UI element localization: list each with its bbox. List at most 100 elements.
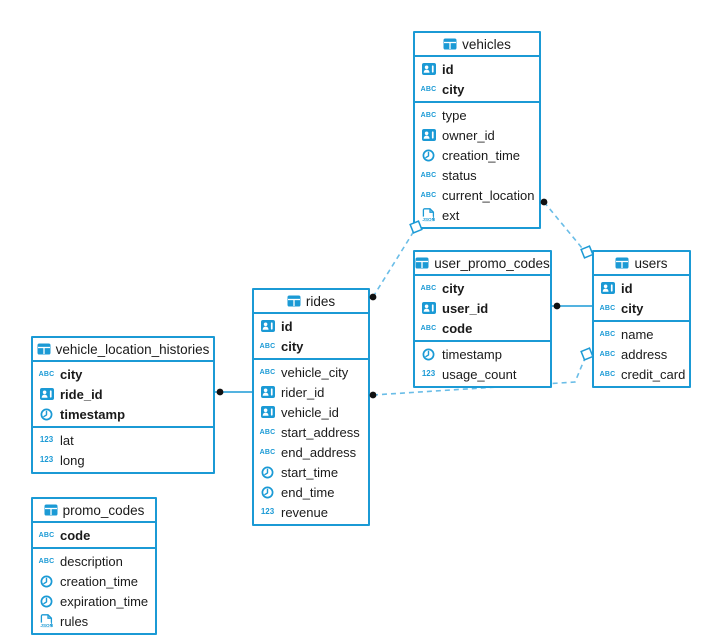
- field-name: end_time: [281, 484, 335, 500]
- field-name: lat: [60, 432, 74, 448]
- table-grid-icon: [443, 38, 457, 50]
- relationship-dot: [553, 302, 561, 310]
- table-header[interactable]: rides: [254, 290, 368, 314]
- table-header[interactable]: vehicle_location_histories: [33, 338, 213, 362]
- field-row-expiration_time: expiration_time: [33, 591, 155, 611]
- id-badge-icon: [600, 282, 615, 294]
- field-name: start_time: [281, 464, 339, 480]
- field-row-usage_count: 123 usage_count: [415, 364, 550, 384]
- clock-icon: [40, 595, 53, 607]
- id-badge-icon: [260, 320, 275, 332]
- field-name: rider_id: [281, 384, 325, 400]
- field-row-creation_time: creation_time: [415, 145, 539, 165]
- field-name: current_location: [442, 187, 535, 203]
- field-row-id: id: [254, 316, 368, 336]
- field-row-rider_id: rider_id: [254, 382, 368, 402]
- field-name: end_address: [281, 444, 357, 460]
- svg-text:JSON: JSON: [422, 217, 435, 222]
- clock-icon: [261, 486, 274, 498]
- abc-icon: ABC: [38, 557, 55, 565]
- field-name: timestamp: [442, 346, 502, 362]
- columns-section: ABC description creation_time expiration_ti…: [33, 549, 155, 633]
- table-title: vehicle_location_histories: [55, 341, 210, 357]
- relationship-dot: [540, 198, 548, 206]
- table-title: user_promo_codes: [434, 255, 550, 271]
- field-name: city: [621, 300, 644, 316]
- field-name: id: [621, 280, 633, 296]
- field-name: id: [281, 318, 293, 334]
- field-name: code: [442, 320, 473, 336]
- field-name: city: [442, 280, 465, 296]
- field-row-owner_id: owner_id: [415, 125, 539, 145]
- json-file-icon: JSON: [40, 614, 53, 628]
- table-title: users: [634, 255, 668, 271]
- abc-icon: ABC: [420, 171, 437, 179]
- field-row-description: ABC description: [33, 551, 155, 571]
- field-row-ride_id: ride_id: [33, 384, 213, 404]
- field-name: rules: [60, 613, 89, 629]
- 123-icon: 123: [421, 369, 436, 378]
- field-row-start_time: start_time: [254, 462, 368, 482]
- abc-icon: ABC: [599, 304, 616, 312]
- clock-icon: [422, 348, 435, 360]
- field-row-status: ABC status: [415, 165, 539, 185]
- json-file-icon: JSON: [422, 208, 435, 222]
- field-name: city: [442, 81, 465, 97]
- table-grid-icon: [44, 504, 58, 516]
- table-header[interactable]: users: [594, 252, 689, 276]
- field-name: id: [442, 61, 454, 77]
- relationship-line-rides-to-vehicles: [372, 230, 415, 298]
- table-grid-icon: [37, 343, 51, 355]
- field-name: usage_count: [442, 366, 517, 382]
- field-row-lat: 123 lat: [33, 430, 213, 450]
- columns-section: timestamp 123 usage_count: [415, 342, 550, 386]
- field-name: city: [60, 366, 83, 382]
- field-name: creation_time: [60, 573, 139, 589]
- field-name: description: [60, 553, 123, 569]
- field-row-name: ABC name: [594, 324, 689, 344]
- relationship-line-vehicles-to-users: [543, 201, 583, 249]
- table-header[interactable]: promo_codes: [33, 499, 155, 523]
- abc-icon: ABC: [259, 428, 276, 436]
- relationship-dot: [369, 293, 377, 301]
- 123-icon: 123: [39, 435, 54, 444]
- abc-icon: ABC: [420, 191, 437, 199]
- field-name: status: [442, 167, 477, 183]
- relationship-dot: [369, 391, 377, 399]
- field-name: creation_time: [442, 147, 521, 163]
- id-badge-icon: [39, 388, 54, 400]
- field-name: name: [621, 326, 654, 342]
- field-row-id: id: [415, 59, 539, 79]
- abc-icon: ABC: [599, 330, 616, 338]
- field-row-vehicle_id: vehicle_id: [254, 402, 368, 422]
- abc-icon: ABC: [420, 284, 437, 292]
- clock-icon: [40, 408, 53, 420]
- table-header[interactable]: vehicles: [415, 33, 539, 57]
- relationship-dot: [216, 388, 224, 396]
- field-name: user_id: [442, 300, 489, 316]
- table-header[interactable]: user_promo_codes: [415, 252, 550, 276]
- id-badge-icon: [260, 386, 275, 398]
- field-name: code: [60, 527, 91, 543]
